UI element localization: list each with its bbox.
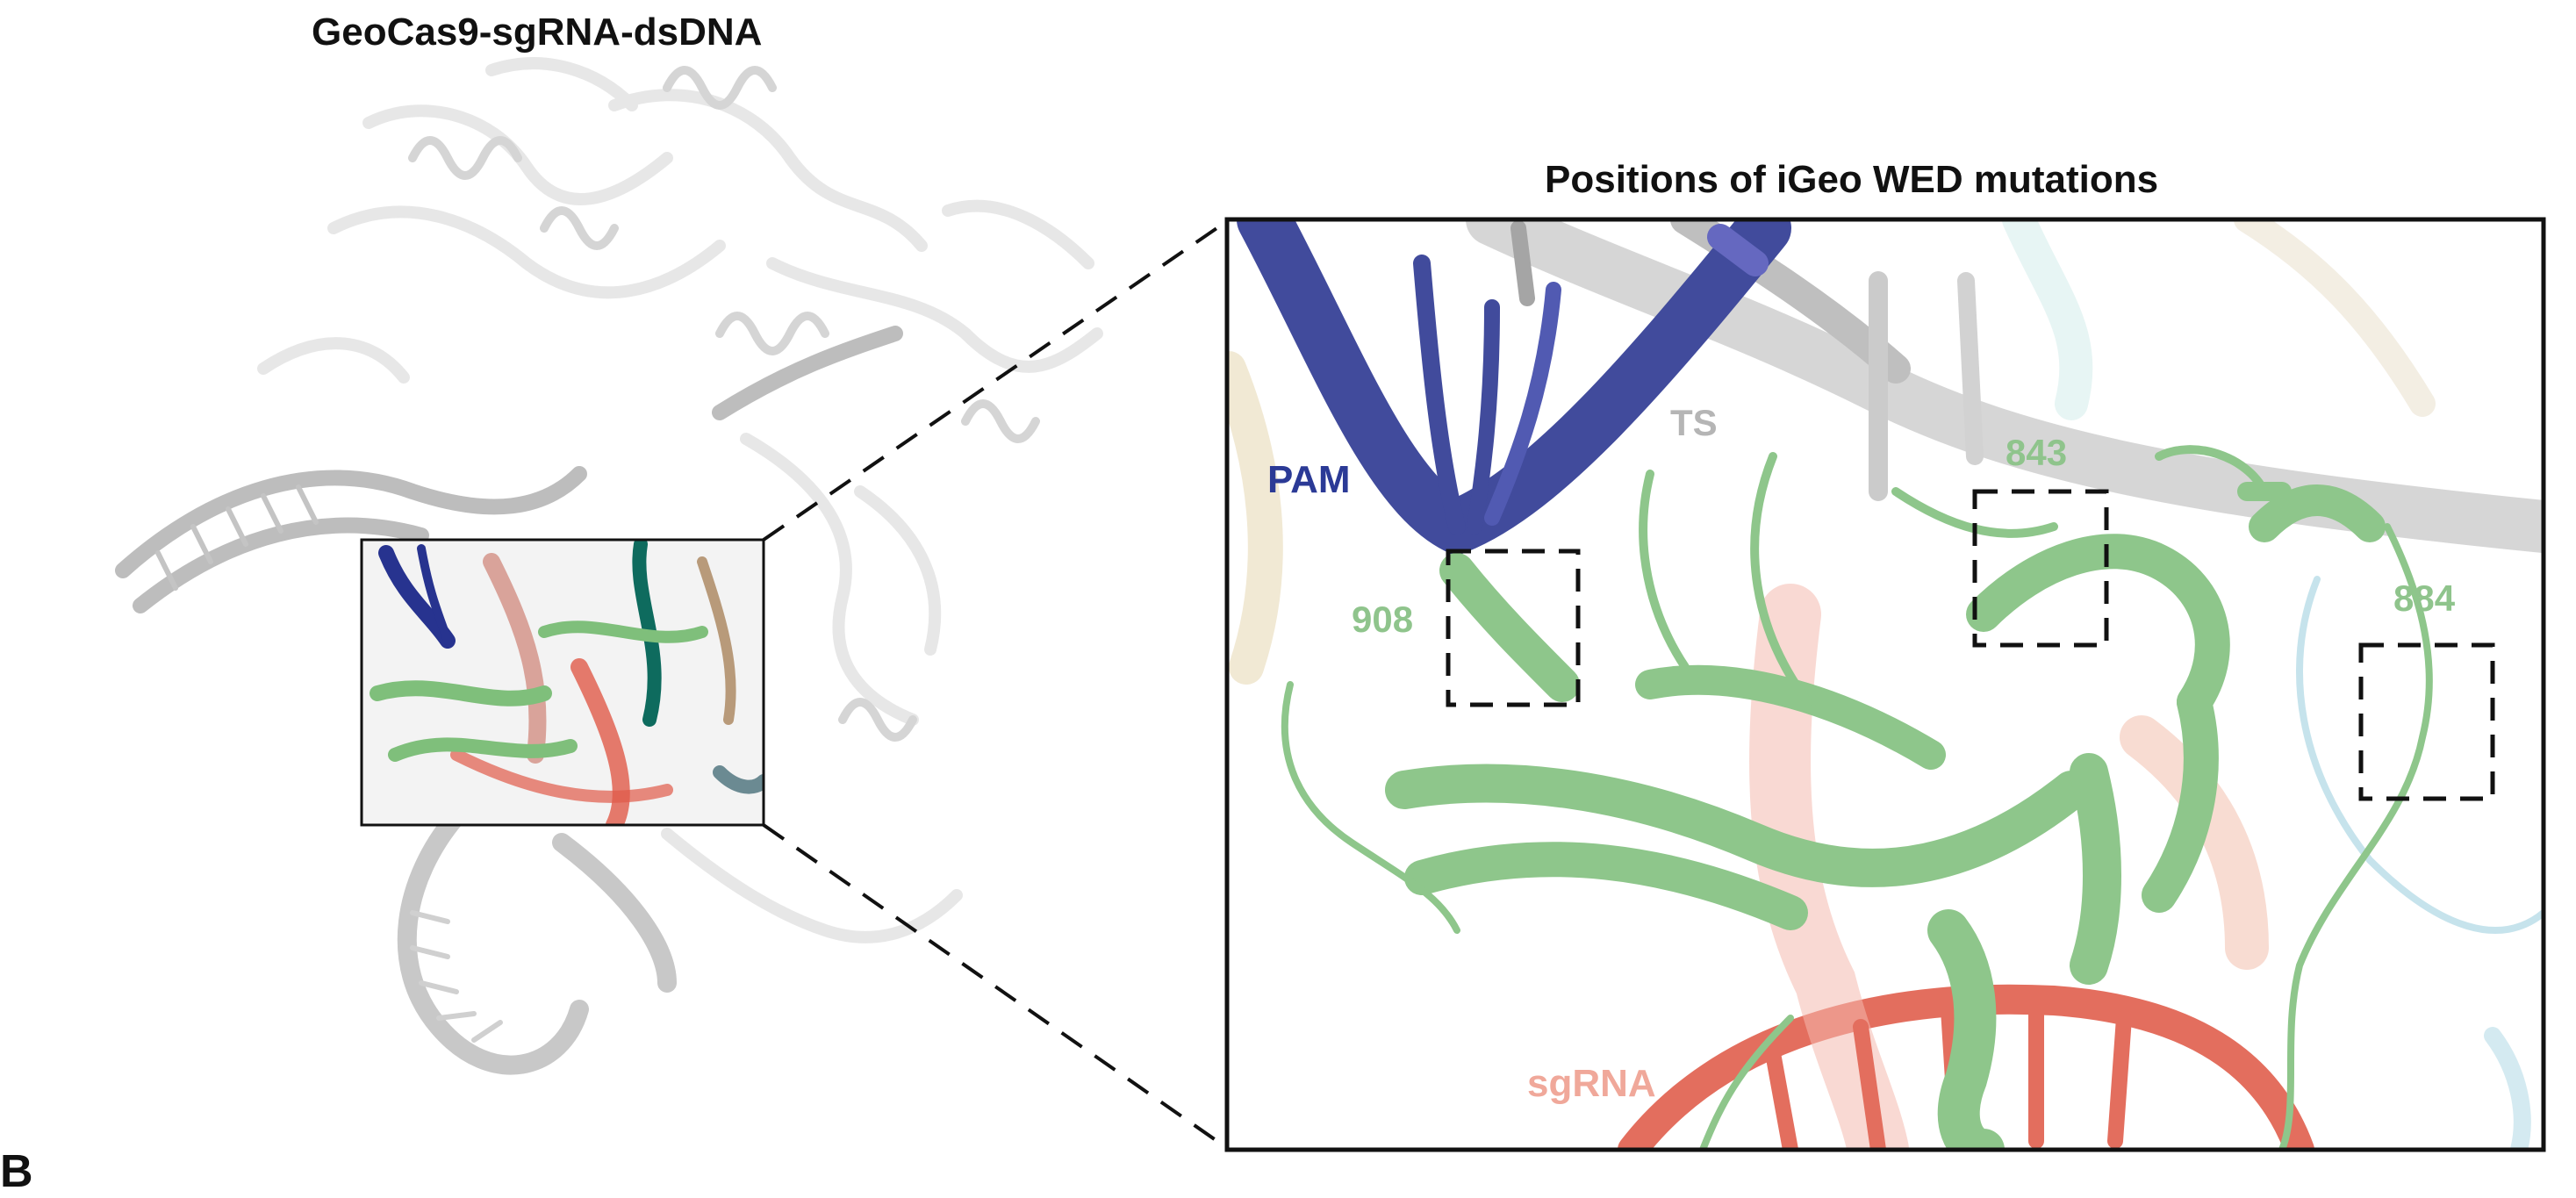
zoom-guide-top [762,219,1229,542]
label-sgrna: sgRNA [1527,1062,1656,1105]
mutation-box-884 [2358,642,2495,801]
inset-detail [362,540,764,825]
left-panel-title: GeoCas9-sgRNA-dsDNA [312,11,763,54]
right-panel-title: Positions of iGeo WED mutations [1545,158,2159,201]
label-pam: PAM [1267,458,1351,501]
mutation-box-908 [1446,549,1581,707]
mutation-box-843 [1972,489,2109,648]
label-mutation-908: 908 [1352,599,1414,640]
panel-letter: B [0,1146,33,1197]
label-ts: TS [1670,402,1718,443]
label-mutation-884: 884 [2393,577,2456,619]
overall-structure [115,57,1103,1075]
label-mutation-843: 843 [2006,432,2068,473]
zoom-panel-frame [1224,217,2546,1152]
zoom-panel-content [1227,219,2544,1150]
inset-box [360,538,765,827]
figure-canvas [115,57,2546,1152]
zoom-guide-bottom [762,823,1229,1150]
